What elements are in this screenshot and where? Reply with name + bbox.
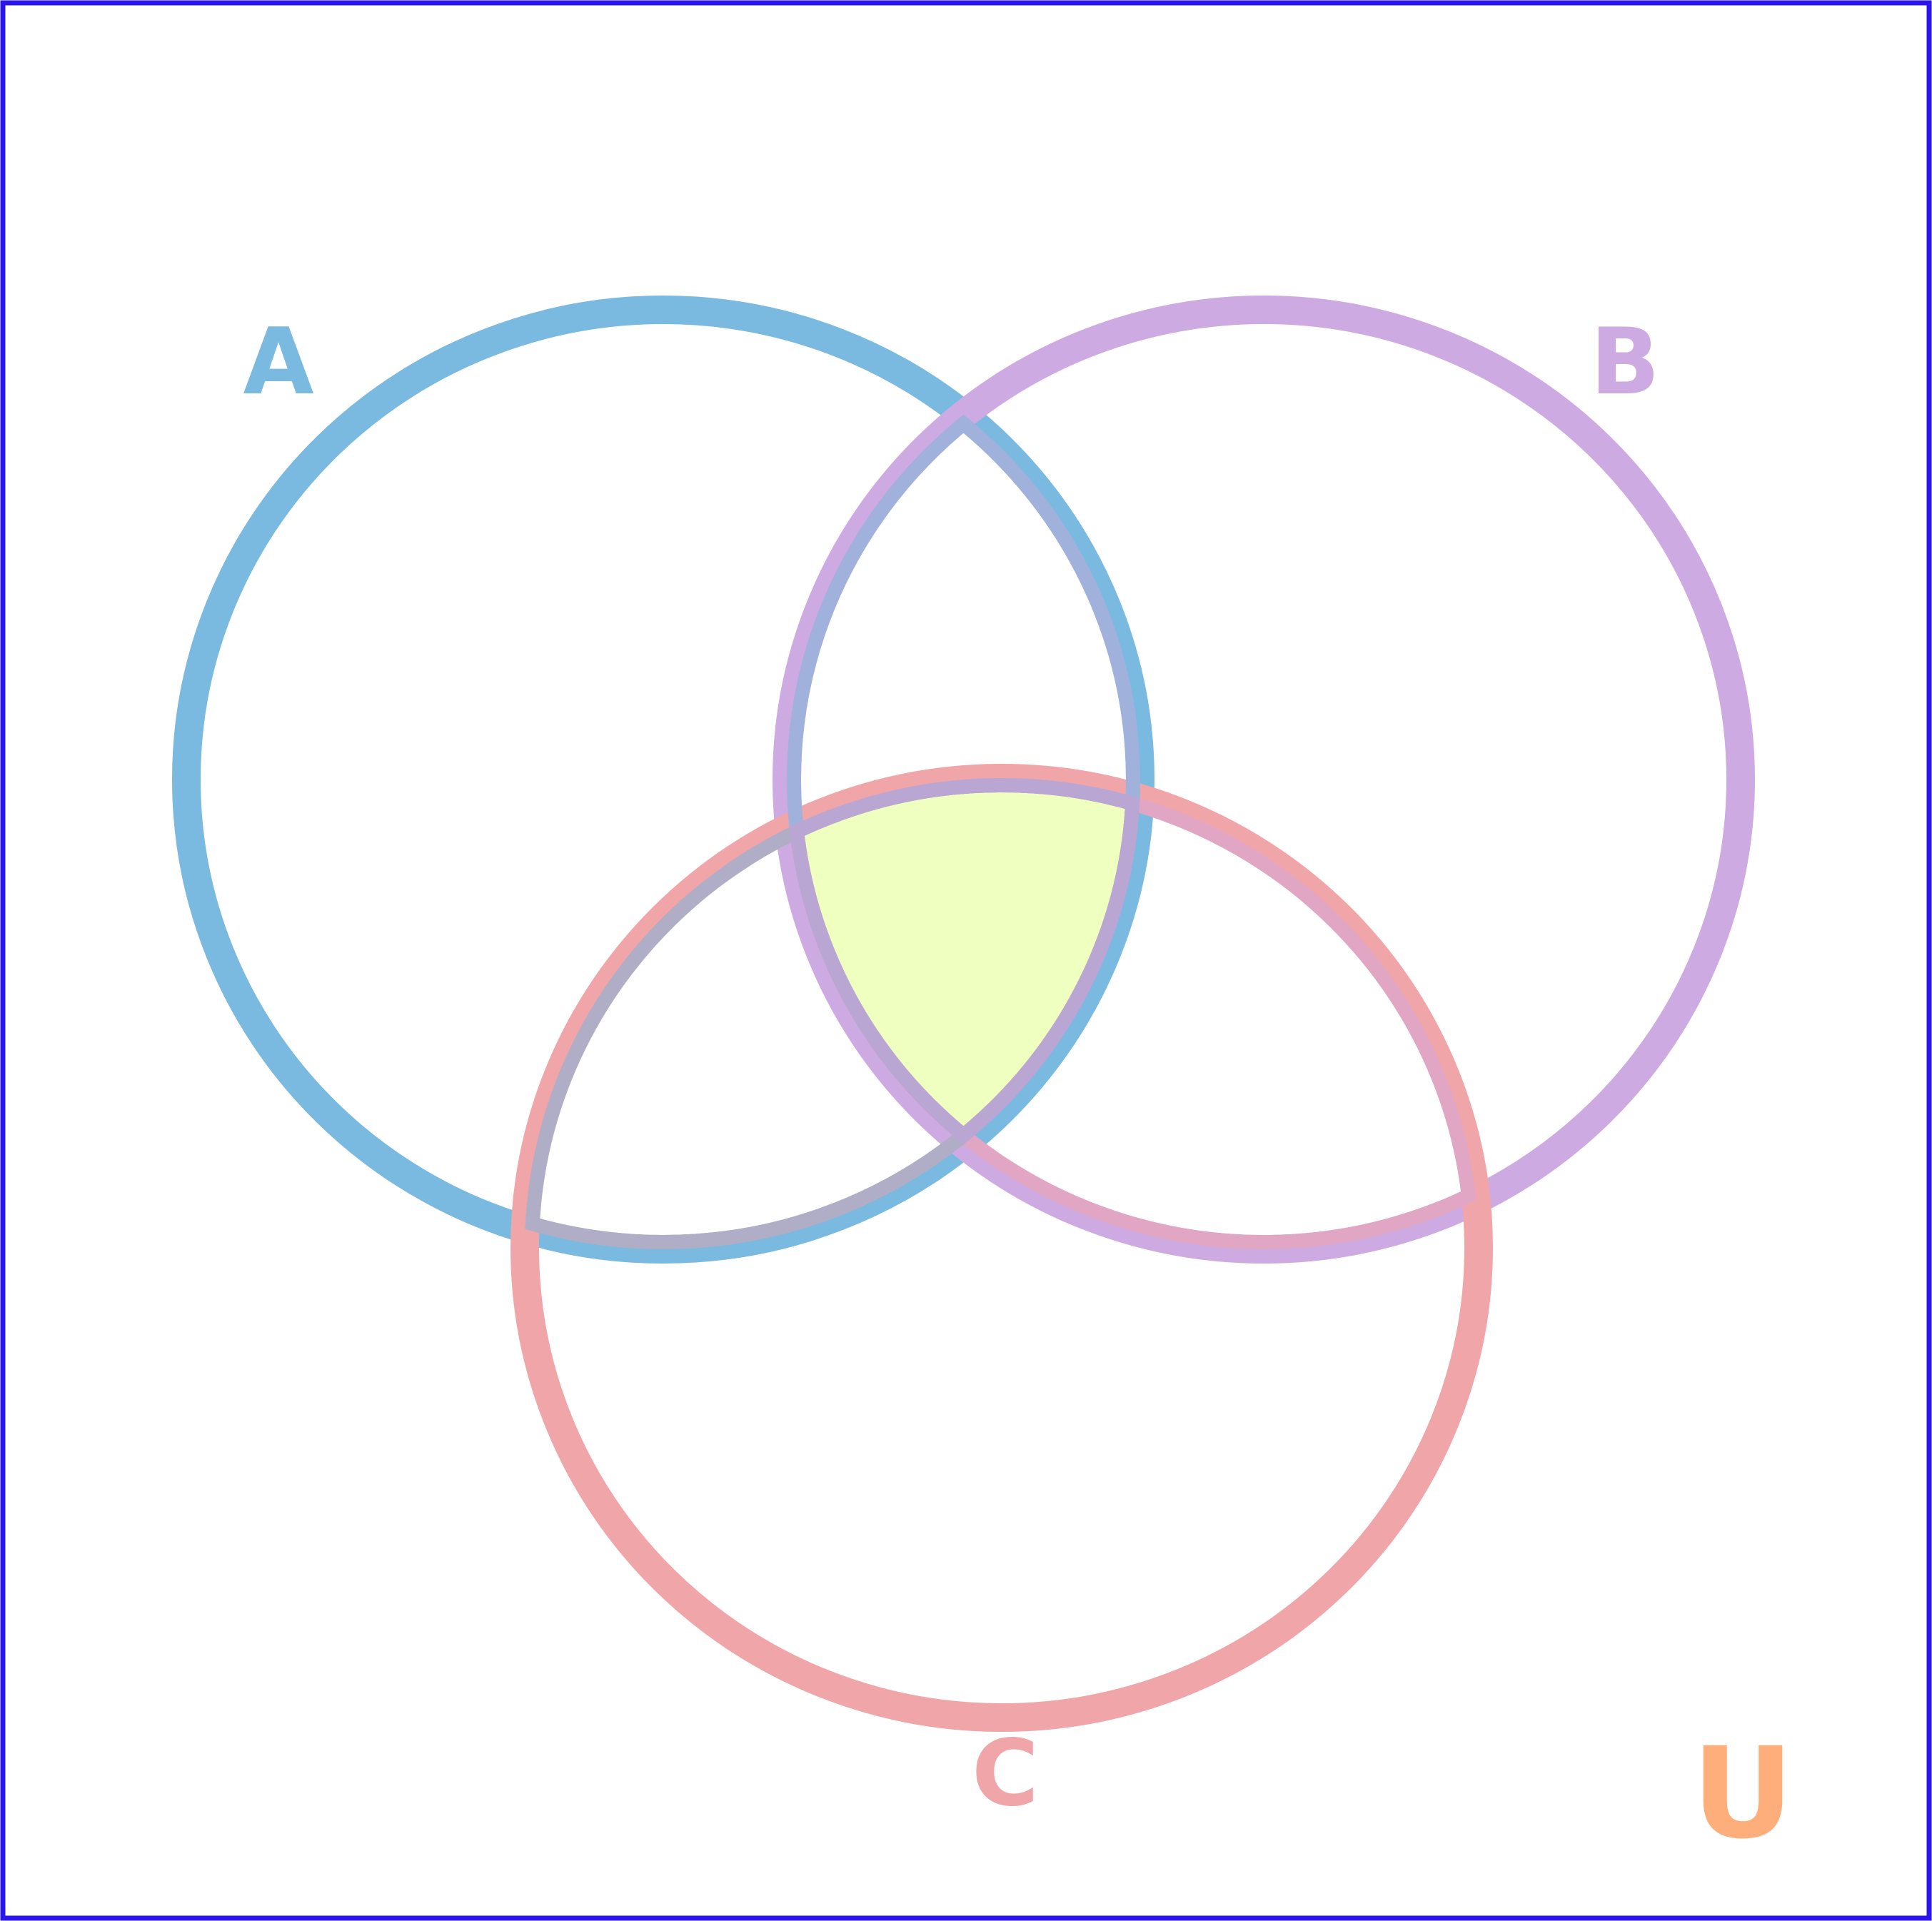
universe-label: U [1692, 1720, 1794, 1867]
set-b-label: B [1590, 309, 1660, 415]
set-a-label: A [243, 309, 313, 415]
set-c-label: C [972, 1720, 1039, 1827]
